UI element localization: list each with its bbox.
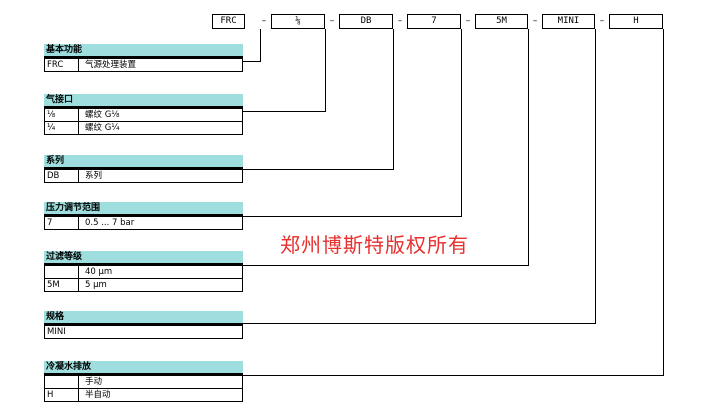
- connector-line: [243, 265, 529, 266]
- section-title: 气接口: [44, 94, 243, 109]
- row-code: ⅛: [45, 109, 79, 121]
- table-row: 40 μm: [44, 266, 243, 279]
- section-title: 压力调节范围: [44, 202, 243, 217]
- row-desc: 0.5 ... 7 bar: [85, 218, 135, 228]
- row-code: ¼: [45, 122, 79, 134]
- row-desc: 半自动: [85, 390, 111, 400]
- section-connection: 气接口 ⅛ 螺纹 G⅛ ¼ 螺纹 G¼: [44, 94, 243, 135]
- table-row: ⅛ 螺纹 G⅛: [44, 109, 243, 122]
- section-condensate-drain: 冷凝水排放 手动 H 半自动: [44, 361, 243, 402]
- table-row: ¼ 螺纹 G¼: [44, 122, 243, 135]
- code-box-pressure: 7: [407, 14, 461, 29]
- separator: –: [397, 16, 403, 26]
- separator: –: [329, 16, 335, 26]
- section-title: 规格: [44, 311, 243, 326]
- connector-line: [461, 29, 462, 217]
- row-desc: 螺纹 G¼: [85, 123, 120, 133]
- row-code: MINI: [47, 327, 66, 337]
- section-title: 过滤等级: [44, 251, 243, 266]
- row-desc: 5 μm: [85, 280, 107, 290]
- connector-line: [260, 29, 261, 62]
- row-code: FRC: [45, 59, 79, 71]
- connector-line: [243, 61, 261, 62]
- code-box-size: MINI: [542, 14, 595, 29]
- row-desc: 螺纹 G⅛: [85, 110, 120, 120]
- row-code: [45, 376, 79, 388]
- connector-line: [243, 375, 664, 376]
- connector-line: [595, 29, 596, 324]
- row-code: 5M: [45, 279, 79, 291]
- table-row: 手动: [44, 376, 243, 389]
- separator: –: [532, 16, 538, 26]
- connector-line: [243, 111, 326, 112]
- table-row: H 半自动: [44, 389, 243, 402]
- table-row: FRC 气源处理装置: [44, 59, 243, 72]
- row-code: H: [45, 389, 79, 401]
- section-pressure-range: 压力调节范围 7 0.5 ... 7 bar: [44, 202, 243, 230]
- connector-line: [325, 29, 326, 112]
- table-row: DB 系列: [44, 170, 243, 183]
- separator: –: [261, 16, 267, 26]
- row-desc: 气源处理装置: [85, 60, 137, 70]
- row-code: 7: [45, 217, 79, 229]
- row-desc: 40 μm: [85, 267, 113, 277]
- section-basic-function: 基本功能 FRC 气源处理装置: [44, 44, 243, 72]
- connector-line: [528, 29, 529, 266]
- code-box-series: DB: [339, 14, 393, 29]
- section-title: 系列: [44, 155, 243, 170]
- table-row: 5M 5 μm: [44, 279, 243, 292]
- row-desc: 系列: [85, 171, 103, 181]
- code-box-connection: ⅛: [271, 14, 325, 29]
- section-title: 基本功能: [44, 44, 243, 59]
- connector-line: [663, 29, 664, 376]
- connector-line: [243, 323, 596, 324]
- copyright-watermark: 郑州博斯特版权所有: [280, 233, 469, 257]
- separator: –: [465, 16, 471, 26]
- section-filter-grade: 过滤等级 40 μm 5M 5 μm: [44, 251, 243, 292]
- section-series: 系列 DB 系列: [44, 155, 243, 183]
- row-desc: 手动: [85, 377, 103, 387]
- code-box-frc: FRC: [212, 14, 245, 29]
- connector-line: [243, 216, 462, 217]
- row-code: [45, 266, 79, 278]
- connector-line: [243, 169, 394, 170]
- table-row: 7 0.5 ... 7 bar: [44, 217, 243, 230]
- separator: –: [599, 16, 605, 26]
- connector-line: [393, 29, 394, 170]
- section-size: 规格 MINI: [44, 311, 243, 339]
- code-box-drain: H: [609, 14, 663, 29]
- code-box-filter: 5M: [475, 14, 528, 29]
- table-row: MINI: [44, 326, 243, 339]
- section-title: 冷凝水排放: [44, 361, 243, 376]
- row-code: DB: [45, 170, 79, 182]
